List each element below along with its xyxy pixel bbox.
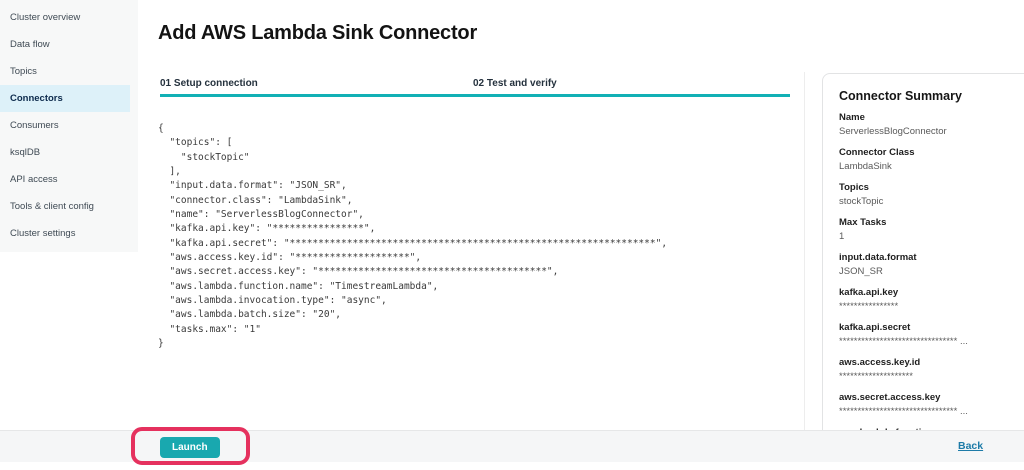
summary-field-value: ******************** [839,371,913,382]
page-title: Add AWS Lambda Sink Connector [158,22,478,44]
footer-action-bar [0,430,1024,462]
summary-field-label: input.data.format [839,252,917,263]
summary-field-topics: Topics stockTopic [839,182,1024,208]
wizard-steps: 01 Setup connection 02 Test and verify [160,78,790,98]
summary-field-name: Name ServerlessBlogConnector [839,112,1024,138]
connector-config-json: { "topics": [ "stockTopic" ], "input.dat… [158,123,668,350]
summary-field-label: kafka.api.secret [839,322,911,333]
back-link[interactable]: Back [958,440,984,452]
summary-field-value: ******************************** ... [839,336,968,347]
summary-field-value: 1 [839,231,845,242]
sidebar-item-consumers[interactable]: Consumers [10,120,59,131]
summary-field-label: aws.access.key.id [839,357,921,368]
sidebar-item-topics[interactable]: Topics [10,66,37,77]
sidebar-item-cluster-overview[interactable]: Cluster overview [10,12,81,23]
sidebar-item-tools-client-config[interactable]: Tools & client config [10,201,94,212]
connector-summary-panel: Connector Summary Name ServerlessBlogCon… [822,73,1024,445]
summary-field-input-data-format: input.data.format JSON_SR [839,252,1024,278]
summary-title: Connector Summary [839,89,962,103]
launch-button[interactable]: Launch [160,437,220,458]
summary-field-connector-class: Connector Class LambdaSink [839,147,1024,173]
step-progress-bar [160,94,790,97]
summary-field-label: Connector Class [839,147,915,158]
summary-field-kafka-api-secret: kafka.api.secret ***********************… [839,322,1024,348]
cluster-sidebar: Cluster overview Data flow Topics Connec… [0,0,138,252]
sidebar-item-cluster-settings[interactable]: Cluster settings [10,228,76,239]
content-divider [804,72,805,438]
sidebar-item-data-flow[interactable]: Data flow [10,39,50,50]
summary-field-aws-access-key-id: aws.access.key.id ******************** [839,357,1024,383]
summary-field-value: ******************************** ... [839,406,968,417]
summary-field-label: Max Tasks [839,217,887,228]
sidebar-item-connectors[interactable]: Connectors [0,85,130,112]
summary-field-label: Name [839,112,865,123]
summary-field-value: ServerlessBlogConnector [839,126,947,137]
summary-field-label: kafka.api.key [839,287,899,298]
summary-field-value: LambdaSink [839,161,892,172]
summary-field-aws-secret-access-key: aws.secret.access.key ******************… [839,392,1024,418]
sidebar-item-ksqldb[interactable]: ksqlDB [10,147,41,158]
summary-field-value: stockTopic [839,196,884,207]
step-setup-connection[interactable]: 01 Setup connection [160,78,258,89]
summary-field-kafka-api-key: kafka.api.key **************** [839,287,1024,313]
summary-field-value: JSON_SR [839,266,883,277]
step-test-and-verify[interactable]: 02 Test and verify [473,78,557,89]
summary-field-max-tasks: Max Tasks 1 [839,217,1024,243]
sidebar-item-api-access[interactable]: API access [10,174,58,185]
summary-field-label: aws.secret.access.key [839,392,941,403]
summary-field-label: Topics [839,182,869,193]
summary-field-value: **************** [839,301,899,312]
